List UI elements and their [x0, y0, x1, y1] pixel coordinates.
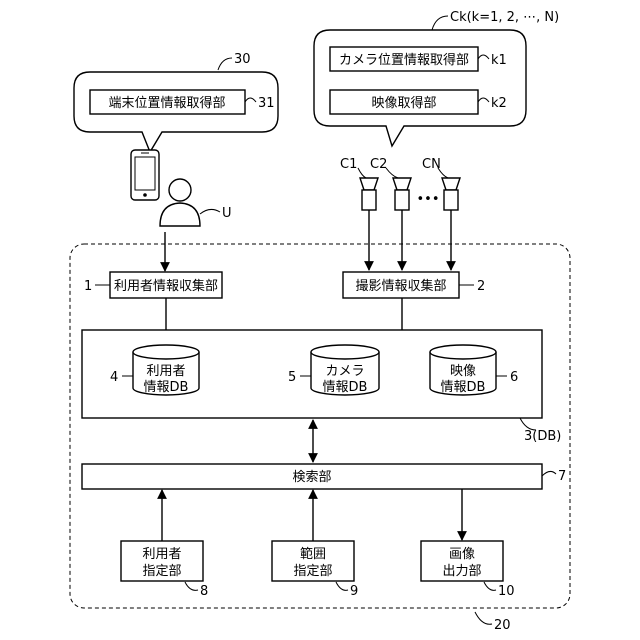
terminal-callout-ref: 30 [234, 52, 251, 67]
terminal-callout-ref-leader [218, 58, 232, 70]
capture-info-collector-ref: 2 [477, 279, 485, 294]
camera-cn-ref: CN [422, 157, 441, 172]
video-db-label-line2: 情報DB [441, 380, 486, 395]
terminal-position-unit-ref-leader [245, 98, 256, 102]
user-db-label-line2: 情報DB [144, 380, 189, 395]
camera-c2-ref: C2 [370, 157, 387, 172]
image-output-label-line1: 画像 [449, 547, 475, 562]
system-ref: 20 [494, 618, 511, 633]
user-ref: U [222, 206, 232, 221]
video-acquisition-unit-ref: k2 [491, 96, 507, 111]
camera-db-ref: 5 [288, 370, 296, 385]
capture-info-collector-label: 撮影情報収集部 [355, 278, 446, 294]
video-db-ref: 6 [510, 370, 518, 385]
image-output-ref: 10 [498, 584, 515, 599]
range-designator-ref-leader [336, 582, 348, 590]
range-designator-label-line1: 範囲 [300, 547, 326, 562]
camera-callout-ref: Ck(k=1, 2, ⋯, N) [450, 10, 559, 25]
camera-position-unit-ref-leader [478, 55, 489, 59]
search-unit-ref-leader [542, 471, 556, 476]
user-designator-label-line1: 利用者 [142, 547, 181, 562]
camera-db-label-line2: 情報DB [323, 380, 368, 395]
camera-c1-icon [360, 178, 378, 210]
camera-c2-icon [393, 178, 411, 210]
range-designator-label-line2: 指定部 [293, 564, 332, 579]
user-info-collector-label: 利用者情報収集部 [114, 278, 218, 294]
video-acquisition-unit-ref-leader [478, 98, 489, 102]
camera-c1-ref-leader [358, 168, 366, 178]
user-designator-ref: 8 [200, 584, 208, 599]
search-unit-label: 検索部 [292, 470, 331, 485]
user-designator-ref-leader [185, 582, 198, 590]
camera-position-unit-label: カメラ位置情報取得部 [339, 52, 469, 68]
database-ref: 3(DB) [524, 429, 561, 444]
image-output-ref-leader [484, 582, 496, 590]
system-ref-leader [475, 612, 492, 624]
camera-c1-ref: C1 [340, 157, 357, 172]
camera-c2-ref-leader [386, 168, 398, 178]
user-designator-label-line2: 指定部 [142, 564, 181, 579]
video-acquisition-unit-label: 映像取得部 [371, 95, 436, 111]
search-unit-ref: 7 [558, 469, 566, 484]
image-output-label-line2: 出力部 [442, 564, 481, 579]
user-db-label-line1: 利用者 [146, 364, 185, 379]
smartphone-icon [131, 150, 159, 200]
range-designator-ref: 9 [350, 584, 358, 599]
terminal-position-unit-ref: 31 [258, 96, 275, 111]
user-ref-leader [200, 209, 220, 214]
user-info-collector-ref: 1 [84, 279, 92, 294]
camera-position-unit-ref: k1 [491, 53, 507, 68]
camera-db-label-line1: カメラ [325, 364, 364, 379]
terminal-position-unit-label: 端末位置情報取得部 [108, 95, 225, 111]
camera-cn-icon [442, 178, 460, 210]
user-icon [160, 179, 200, 226]
camera-callout-ref-leader [432, 16, 448, 30]
user-db-ref: 4 [110, 370, 118, 385]
video-db-label-line1: 映像 [450, 364, 476, 379]
camera-ellipsis: ••• [416, 192, 439, 207]
